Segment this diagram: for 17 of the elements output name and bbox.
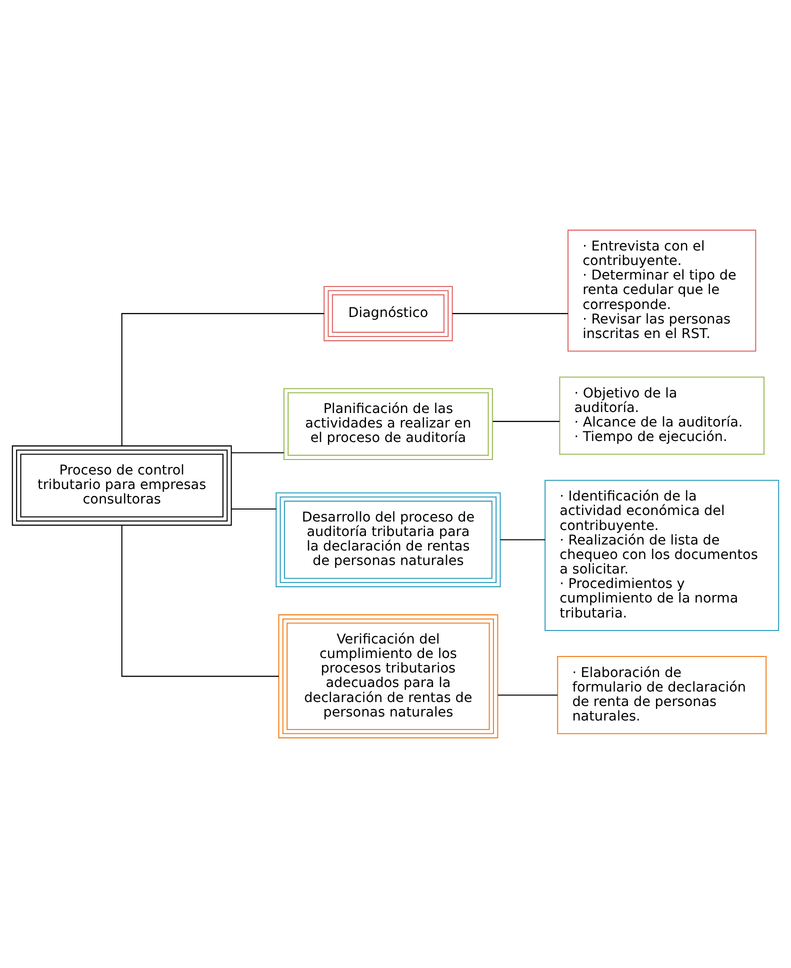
connector xyxy=(231,508,276,510)
node-box: · Entrevista con el contribuyente. · Determinar el tipo de renta cedular que le corresponde. · Revisar las personas inscritas en el RST. xyxy=(568,230,756,352)
connector xyxy=(452,313,568,314)
connector xyxy=(121,526,279,677)
connector xyxy=(498,694,558,696)
node-box: · Identificación de la actividad económica del contribuyente. · Realización de lista de chequeo con los documentos a solicitar. · Procedimientos y cumplimiento de la norma tributaria. xyxy=(544,480,780,631)
connector xyxy=(492,420,560,422)
node-box: Desarrollo del proceso de auditoría tributaria para la declaración de rentas de personas naturales xyxy=(276,492,501,588)
node-box: · Objetivo de la auditoría. · Alcance de la auditoría. · Tiempo de ejecución. xyxy=(559,376,765,455)
node-box: · Elaboración de formulario de declaración de renta de personas naturales. xyxy=(557,656,767,734)
node-box: Diagnóstico xyxy=(324,286,453,342)
node-box: Planificación de las actividades a realizar en el proceso de auditoría xyxy=(283,388,493,460)
node-box: Proceso de control tributario para empresas consultoras xyxy=(12,445,232,526)
node-box: Verificación del cumplimiento de los procesos tributarios adecuados para la declaración de rentas de personas naturales xyxy=(278,614,498,738)
connector xyxy=(500,539,546,540)
connector xyxy=(121,313,324,446)
connector xyxy=(231,452,284,454)
